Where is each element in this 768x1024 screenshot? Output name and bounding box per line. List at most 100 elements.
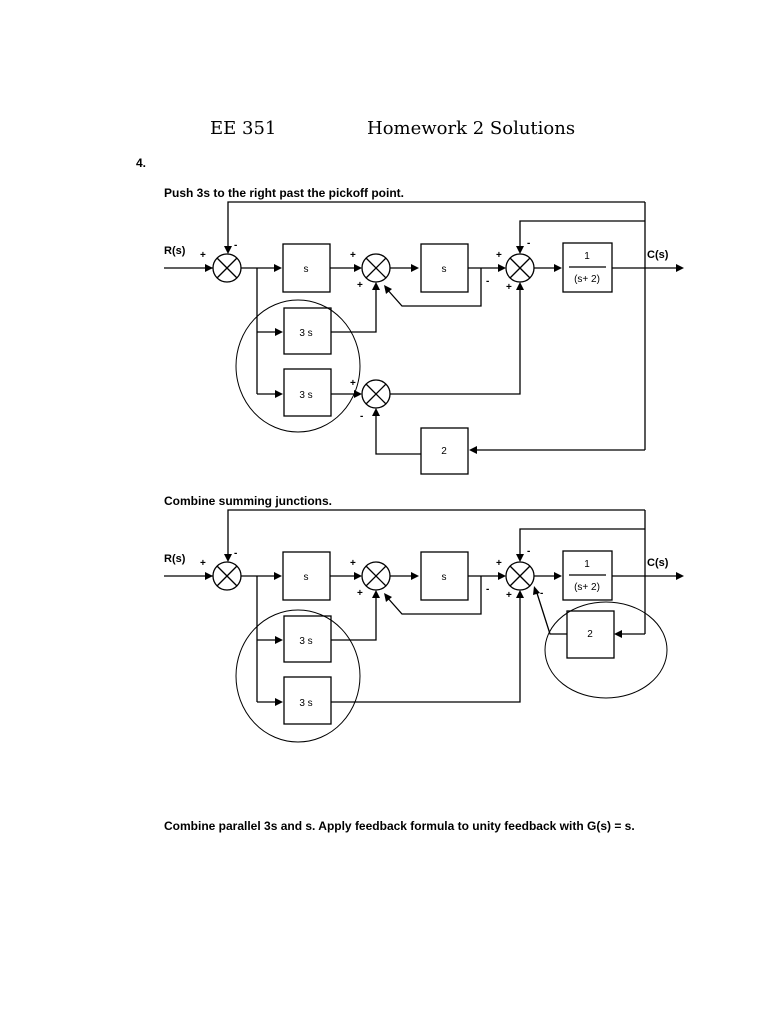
block-s-label: s (442, 264, 447, 275)
block-2-label: 2 (587, 629, 593, 640)
sign-plus: + (496, 250, 502, 261)
outer-feedback-line (227, 201, 645, 246)
arrow-head (554, 264, 562, 272)
arrow-head (372, 282, 380, 290)
output-label: C(s) (647, 557, 669, 569)
plant-denominator: (s+ 2) (574, 274, 600, 285)
arrow-head (498, 572, 506, 580)
sign-plus: + (496, 558, 502, 569)
block-3s-label: 3 s (299, 328, 312, 339)
arrow-head (275, 328, 283, 336)
sign-minus: - (234, 548, 237, 559)
input-label: R(s) (164, 245, 186, 257)
problem-number: 4. (136, 156, 147, 170)
signal-line (331, 288, 377, 333)
block-diagram-1: R(s) + - s + + s + (164, 201, 684, 475)
block-3s-2 (283, 368, 332, 417)
highlight-ellipse (544, 601, 668, 699)
arrow-head (224, 246, 232, 254)
sign-plus: + (506, 590, 512, 601)
sign-minus: - (486, 276, 489, 287)
arrow-head (411, 264, 419, 272)
sign-plus: + (350, 378, 356, 389)
block-3s-1 (283, 615, 332, 663)
sign-plus: + (200, 558, 206, 569)
plant-denominator: (s+ 2) (574, 582, 600, 593)
arrow-head (516, 554, 524, 562)
sign-plus: + (200, 250, 206, 261)
step-2-text: Combine summing junctions. (164, 494, 333, 508)
highlight-ellipse (235, 609, 361, 743)
block-2 (420, 427, 469, 475)
signal-line (375, 414, 421, 455)
block-s-1 (282, 551, 331, 601)
signal-line (390, 288, 521, 395)
sign-minus: - (486, 584, 489, 595)
plant-numerator: 1 (584, 251, 590, 262)
block-3s-2 (283, 676, 332, 725)
sign-plus: + (357, 280, 363, 291)
signal-line (519, 220, 645, 246)
sign-minus: - (527, 238, 530, 249)
sj-cross (365, 257, 387, 279)
sign-minus: - (527, 546, 530, 557)
sj-cross (365, 383, 387, 405)
sign-plus: + (506, 282, 512, 293)
arrow-head (224, 554, 232, 562)
block-s-label: s (304, 264, 309, 275)
arrow-head (274, 264, 282, 272)
sign-plus: + (350, 558, 356, 569)
block-s-1 (282, 243, 331, 293)
arrow-head (354, 264, 362, 272)
block-3s-label: 3 s (299, 698, 312, 709)
block-s-label: s (304, 572, 309, 583)
arrow-head (411, 572, 419, 580)
arrow-head (372, 590, 380, 598)
arrow-head (469, 446, 477, 454)
inner-feedback-line (385, 576, 482, 615)
block-diagram-2: R(s) + - s + + s + - - + (164, 509, 684, 743)
signal-line (331, 596, 377, 641)
input-label: R(s) (164, 553, 186, 565)
sj-cross (216, 257, 238, 279)
arrow-head (516, 282, 524, 290)
sign-minus: - (540, 588, 543, 599)
sign-minus: - (234, 240, 237, 251)
sj-cross (216, 565, 238, 587)
block-2-label: 2 (441, 446, 447, 457)
output-label: C(s) (647, 249, 669, 261)
arrow-head (274, 572, 282, 580)
arrow-head (614, 630, 622, 638)
arrow-head (275, 636, 283, 644)
block-3s-1 (283, 307, 332, 355)
document-title: Homework 2 Solutions (367, 118, 576, 139)
arrow-head (205, 572, 213, 580)
sign-plus: + (357, 588, 363, 599)
arrow-head (205, 264, 213, 272)
arrow-head (384, 593, 392, 602)
sign-plus: + (350, 250, 356, 261)
step-3-text: Combine parallel 3s and s. Apply feedbac… (164, 819, 635, 833)
sign-minus: - (360, 411, 363, 422)
arrow-head (516, 246, 524, 254)
outer-feedback-line (227, 509, 645, 554)
signal-line (331, 596, 521, 703)
arrow-head (275, 390, 283, 398)
signal-line (535, 589, 567, 635)
signal-line (519, 528, 645, 554)
arrow-head (372, 408, 380, 416)
course-number: EE 351 (210, 118, 277, 139)
block-s-label: s (442, 572, 447, 583)
arrow-head (676, 264, 684, 272)
inner-feedback-line (385, 268, 482, 307)
arrow-head (384, 285, 392, 294)
arrow-head (354, 572, 362, 580)
block-3s-label: 3 s (299, 390, 312, 401)
arrow-head (676, 572, 684, 580)
highlight-ellipse (235, 299, 361, 433)
block-3s-label: 3 s (299, 636, 312, 647)
arrow-head (275, 698, 283, 706)
sj-cross (509, 257, 531, 279)
sj-cross (509, 565, 531, 587)
plant-numerator: 1 (584, 559, 590, 570)
